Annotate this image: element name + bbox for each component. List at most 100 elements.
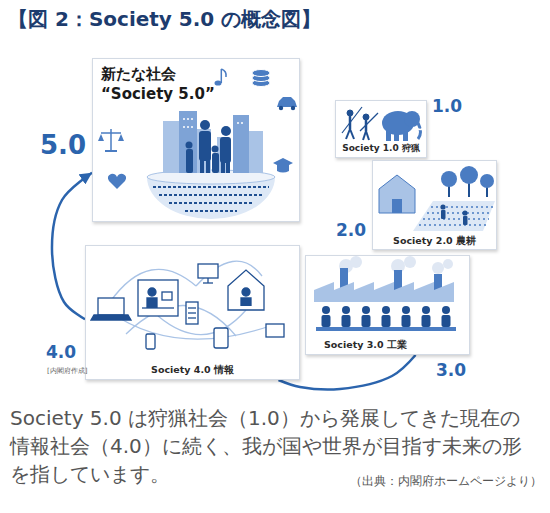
field xyxy=(413,201,495,231)
field xyxy=(419,224,486,226)
devices xyxy=(91,264,284,349)
barn xyxy=(379,175,415,213)
devices xyxy=(198,264,218,278)
society4-panel: Society 4.0 情報 xyxy=(85,245,300,380)
trees xyxy=(480,174,494,188)
farmers xyxy=(462,210,467,215)
workers xyxy=(382,306,390,314)
society1-panel: Society 1.0 狩猟 xyxy=(335,100,427,158)
hunters xyxy=(347,110,353,116)
factory xyxy=(394,270,402,290)
stage-number: 3.0 xyxy=(436,360,466,380)
people xyxy=(226,161,230,173)
workers xyxy=(442,315,451,327)
life-icons xyxy=(277,97,297,107)
stage-number: 4.0 xyxy=(46,342,76,362)
devices xyxy=(162,292,172,300)
workers xyxy=(316,306,456,331)
devices xyxy=(203,282,213,283)
hunters xyxy=(350,129,354,139)
mammoth xyxy=(403,129,408,141)
life-icons xyxy=(221,69,226,77)
barn xyxy=(392,199,402,213)
devices xyxy=(228,270,264,310)
society5-panel: 新たな社会 “Society 5.0” xyxy=(92,58,300,222)
workers xyxy=(422,315,431,327)
buildings xyxy=(163,111,263,173)
farmers xyxy=(440,204,467,225)
devices xyxy=(138,280,178,316)
people xyxy=(221,161,225,173)
people xyxy=(212,153,219,173)
trees xyxy=(460,166,478,184)
devices xyxy=(147,298,157,308)
hunters xyxy=(342,107,362,133)
people xyxy=(186,149,193,173)
life-icons xyxy=(101,132,121,134)
stage-number: 1.0 xyxy=(432,96,462,116)
trees xyxy=(441,166,494,197)
life-icons xyxy=(277,165,289,173)
mammoth xyxy=(386,129,391,141)
field xyxy=(427,212,491,214)
devices xyxy=(266,324,284,337)
society3-panel: Society 3.0 工業 xyxy=(305,255,470,355)
people xyxy=(199,131,211,161)
farmers xyxy=(463,216,468,225)
buildings xyxy=(183,126,193,128)
figure-title: 【図 2：Society 5.0 の概念図】 xyxy=(8,6,321,33)
buildings xyxy=(249,131,263,173)
life-icons xyxy=(252,70,270,77)
devices xyxy=(146,334,155,349)
people xyxy=(200,159,204,173)
life-icons xyxy=(291,106,295,110)
workers xyxy=(442,306,450,314)
devices xyxy=(142,307,174,308)
panel-heading: 新たな社会 “Society 5.0” xyxy=(101,65,219,104)
devices xyxy=(186,302,198,324)
devices xyxy=(242,288,250,296)
life-icons xyxy=(108,174,126,189)
buildings xyxy=(237,122,245,124)
life-icons xyxy=(118,134,124,141)
hunters xyxy=(360,113,378,131)
smoke xyxy=(404,256,416,268)
smoke xyxy=(432,262,444,274)
people xyxy=(186,120,232,173)
stage-number: 2.0 xyxy=(336,220,366,240)
trees xyxy=(441,171,457,187)
life-icons xyxy=(98,134,104,141)
mammoth xyxy=(394,129,399,141)
farmers xyxy=(441,210,446,219)
globe xyxy=(185,210,237,212)
workers xyxy=(422,306,430,314)
factory xyxy=(314,282,454,302)
devices xyxy=(188,312,196,313)
devices xyxy=(98,298,124,315)
devices xyxy=(91,315,131,320)
people xyxy=(220,137,231,163)
mammoth xyxy=(418,123,421,139)
society2-panel: Society 2.0 農耕 xyxy=(372,160,497,250)
workers xyxy=(322,315,331,327)
buildings xyxy=(197,129,211,173)
society5-illustration xyxy=(93,59,299,221)
panel-label: Society 4.0 情報 xyxy=(149,364,236,376)
workers xyxy=(316,327,456,331)
devices xyxy=(148,288,156,296)
panel-label: Society 2.0 農耕 xyxy=(391,235,478,247)
buildings xyxy=(163,121,179,173)
devices xyxy=(207,278,208,283)
workers xyxy=(362,315,371,327)
panel-label: Society 1.0 狩猟 xyxy=(340,143,422,155)
farmers xyxy=(440,204,445,209)
information-illustration xyxy=(86,246,299,379)
life-icons xyxy=(215,80,222,85)
smoke xyxy=(443,259,453,269)
panel-label: Society 3.0 工業 xyxy=(322,339,409,351)
network-arcs xyxy=(110,261,270,339)
barn xyxy=(379,175,415,213)
workers xyxy=(342,315,351,327)
workers xyxy=(402,315,411,327)
